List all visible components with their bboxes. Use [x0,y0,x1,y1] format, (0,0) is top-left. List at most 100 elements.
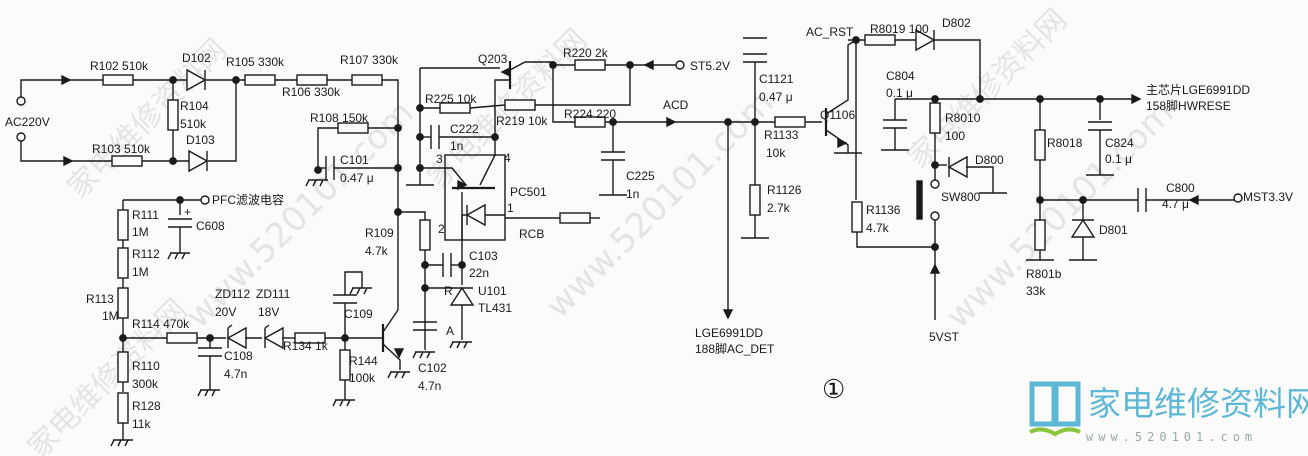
label-q1106: Q1106 [820,108,855,122]
label-c103-ref: C103 [469,249,498,263]
terminal [675,60,685,70]
label-r1136-ref: R1136 [866,203,901,217]
label-u101-val: TL431 [478,301,512,315]
arrow-icon [61,74,72,86]
ground-icon [349,287,372,295]
label-rcb: RCB [519,227,544,241]
terminal [1233,193,1243,203]
wire [469,104,506,109]
label-c222-val: 1n [450,139,463,153]
arrow-icon [643,59,654,71]
wire [317,127,338,170]
resistor [296,74,328,86]
optocoupler-pc501 [444,154,506,241]
wire [535,65,631,106]
diode [465,203,486,227]
label-u101-ref: U101 [478,284,507,298]
label-q203: Q203 [478,52,508,66]
label-mst33v: MST3.3V [1243,190,1293,204]
terminal [930,179,940,189]
label-c824-val: 0.1 μ [1105,152,1132,166]
arrow-icon [63,155,74,167]
label-r219: R219 10k [496,114,548,128]
label-r144-val: 100k [349,371,376,385]
label-r1133-val: 10k [766,146,786,160]
label-zd112-val: 20V [215,305,236,319]
resistor [117,247,129,279]
wire [552,62,575,123]
terminal [16,132,26,142]
arrow-icon [929,263,941,274]
label-r108: R108 150k [310,111,369,125]
arrow-icon [666,116,677,128]
label-c608: C608 [196,219,225,233]
label-r8019: R8019 100 [870,22,929,36]
label-r111-val: 1M [132,225,149,239]
label-zd112-ref: ZD112 [215,287,250,301]
ground-icon [412,351,435,359]
label-r114: R114 470k [132,317,190,331]
zener-tick [227,324,233,329]
junction-dot [976,95,984,103]
label-hwreset-line2: 158脚HWRESE [1146,98,1231,113]
label-r113-val: 1M [102,309,119,323]
label-pin-4: 4 [504,151,511,165]
label-st52v: ST5.2V [690,59,730,73]
arrow-icon [837,137,848,149]
label-pfc-cap: PFC滤波电容 [212,192,284,207]
resistor [1034,129,1046,161]
wire [479,154,496,186]
label-pin-3: 3 [436,152,443,166]
label-r109-ref: R109 [365,226,394,240]
wire [856,232,935,248]
terminal [16,96,26,106]
label-5vst: 5VST [929,330,960,344]
label-d800: D800 [975,153,1004,167]
label-r107: R107 330k [340,53,399,67]
wire [208,80,237,162]
wire [382,343,401,370]
plus-sign: + [184,205,191,219]
label-r105: R105 330k [226,55,285,69]
label-c824-ref: C824 [1105,136,1134,150]
junction-dot [626,61,634,69]
label-ac220v: AC220V [5,115,50,129]
label-r112-ref: R112 [132,247,160,261]
label-pc501: PC501 [510,185,547,199]
figure-number: ① [822,374,845,404]
label-r134: R134 1k [283,339,329,353]
label-c108-ref: C108 [224,349,253,363]
label-r112-val: 1M [132,265,149,279]
book-logo-icon [1029,381,1081,427]
wire [20,79,103,97]
wire [825,129,849,153]
label-r801b-ref: R801b [1026,267,1062,281]
wire [509,61,553,71]
diode [263,326,284,350]
label-c222-ref: C222 [450,122,479,136]
label-c108-val: 4.7n [224,367,247,381]
logo-url: www.520101.com [1086,430,1257,444]
label-ac-det-line2: 188脚AC_DET [695,341,775,356]
label-r1126-val: 2.7k [767,201,791,215]
label-c103-val: 22n [469,266,489,280]
label-pin-r: R [444,284,453,298]
label-r8010-ref: R8010 [945,111,981,125]
resistor [851,201,863,233]
label-r1133-ref: R1133 [764,128,799,142]
label-c101-ref: C101 [340,153,369,167]
resistor [504,99,536,111]
wire [825,39,857,115]
label-r128-ref: R128 [132,399,161,413]
resistor [574,59,606,71]
label-r104-val: 510k [180,117,207,131]
resistor [419,219,431,251]
label-d103: D103 [186,133,215,147]
label-r8010-val: 100 [945,129,965,143]
label-r106: R106 330k [282,85,341,99]
diode [226,326,247,350]
label-r113-ref: R113 [86,292,114,306]
arrow-icon [722,309,734,320]
label-d801: D801 [1099,223,1128,237]
ground-icon [110,439,133,447]
